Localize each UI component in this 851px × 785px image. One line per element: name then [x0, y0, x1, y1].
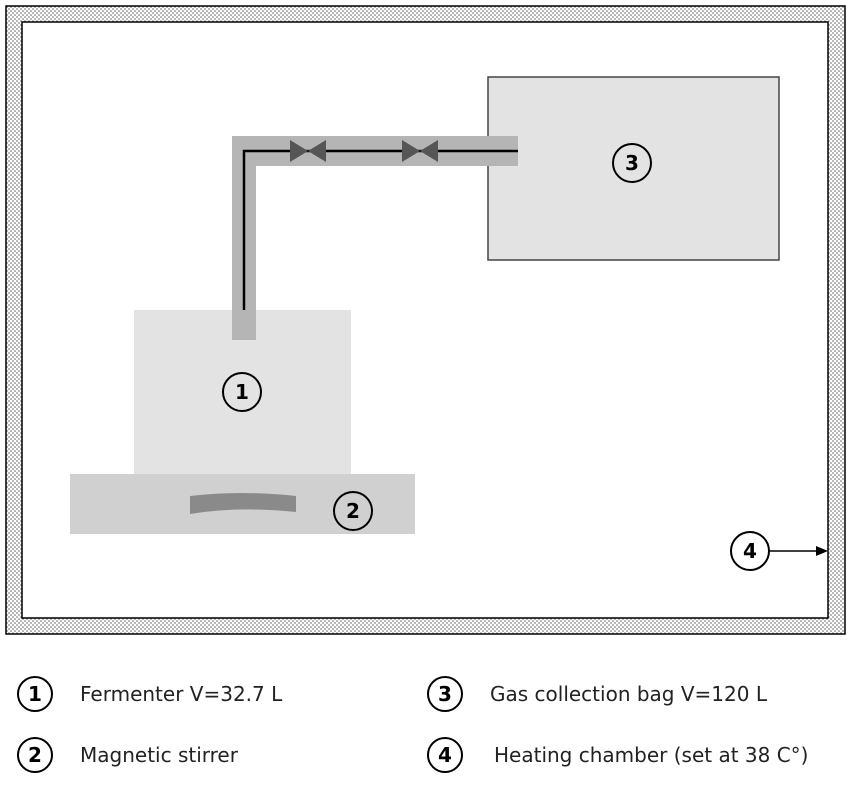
svg-text:1: 1	[28, 682, 42, 706]
gas-collection-bag	[487, 76, 780, 261]
svg-text:Heating chamber (set at 38 C°): Heating chamber (set at 38 C°)	[494, 743, 808, 767]
chamber-pointer-arrow	[769, 546, 828, 556]
legend-item-3: 3 Gas collection bag V=120 L	[427, 676, 768, 712]
marker-stirrer: 2	[333, 491, 373, 531]
svg-text:1: 1	[235, 380, 249, 404]
legend-item-2: 2 Magnetic stirrer	[17, 737, 239, 773]
fermenter-inlet-tube	[232, 310, 256, 340]
svg-text:3: 3	[625, 151, 639, 175]
svg-text:2: 2	[28, 743, 42, 767]
valve-1	[290, 140, 326, 162]
svg-text:2: 2	[346, 499, 360, 523]
svg-text:3: 3	[438, 682, 452, 706]
legend: 1 Fermenter V=32.7 L 2 Magnetic stirrer …	[17, 676, 808, 773]
valve-2	[402, 140, 438, 162]
svg-text:4: 4	[438, 743, 452, 767]
marker-bag: 3	[612, 143, 652, 183]
svg-text:4: 4	[743, 539, 757, 563]
legend-item-1: 1 Fermenter V=32.7 L	[17, 676, 283, 712]
legend-item-4: 4 Heating chamber (set at 38 C°)	[427, 737, 808, 773]
stir-bar	[190, 493, 296, 514]
svg-text:Magnetic stirrer: Magnetic stirrer	[80, 743, 239, 767]
svg-text:Gas collection bag V=120 L: Gas collection bag V=120 L	[490, 682, 768, 706]
svg-text:Fermenter V=32.7 L: Fermenter V=32.7 L	[80, 682, 283, 706]
marker-fermenter: 1	[222, 372, 262, 412]
